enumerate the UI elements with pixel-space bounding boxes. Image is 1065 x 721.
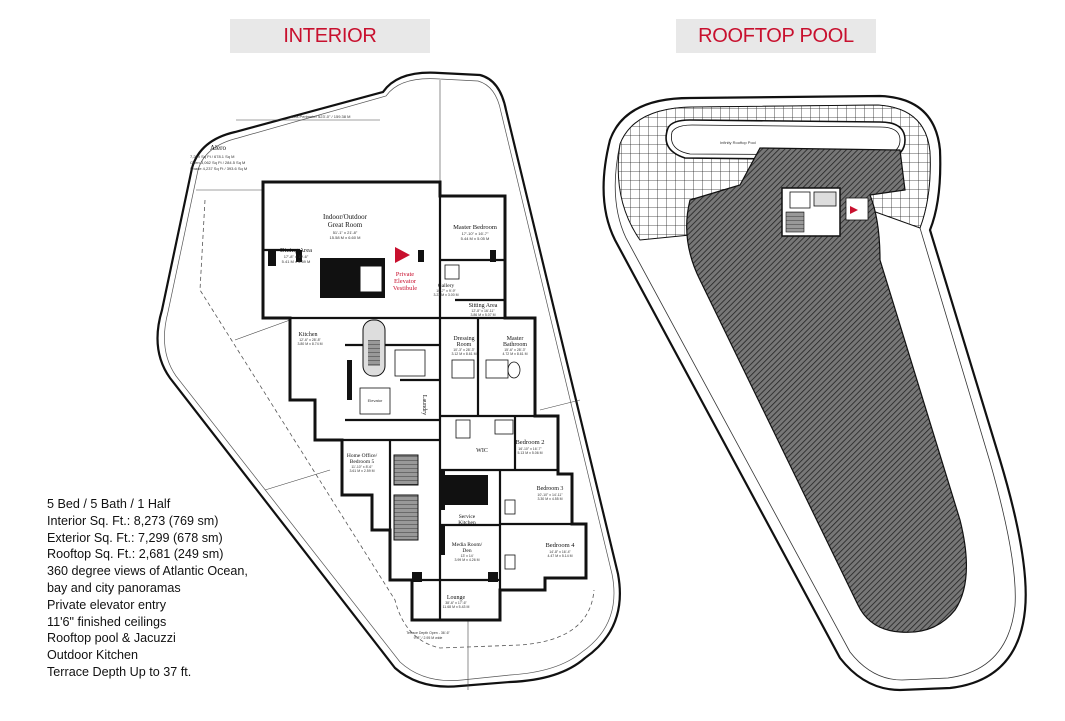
svg-text:Den: Den — [462, 548, 471, 554]
interior-floor-plan: Alero 7,299 Sq Ft / 678.1 Sq M Open 3,06… — [156, 71, 621, 690]
svg-text:17'-8" x 19'-6": 17'-8" x 19'-6" — [284, 254, 309, 259]
service-kitchen-label: Service — [459, 514, 476, 520]
bedroom-4-label: Bedroom 4 — [545, 542, 575, 549]
svg-text:3.61 M x 2.59 M: 3.61 M x 2.59 M — [349, 469, 374, 473]
svg-text:11.68 M x 5.43 M: 11.68 M x 5.43 M — [443, 605, 470, 609]
spec-line: Rooftop pool & Jacuzzi — [47, 631, 176, 646]
elevator-shaft-label: Elevator — [368, 398, 383, 403]
terrace-depth-label: Terrace Depth Open - 36'-6" — [406, 631, 450, 635]
svg-text:5.41 M x 5.69 M: 5.41 M x 5.69 M — [282, 259, 311, 264]
spec-line: Interior Sq. Ft.: 8,273 (769 sm) — [47, 513, 219, 528]
media-room-label: Media Room/ — [452, 542, 483, 548]
spec-line: 360 degree views of Atlantic Ocean, — [47, 564, 248, 579]
master-bedroom-label: Master Bedroom — [453, 224, 497, 231]
svg-text:10'-7" x 9'-9": 10'-7" x 9'-9" — [436, 289, 456, 293]
svg-text:4.47 M x 5.14 M: 4.47 M x 5.14 M — [547, 554, 572, 558]
aero-title: Alero — [210, 144, 226, 152]
spec-line: 11'6" finished ceilings — [47, 614, 167, 629]
property-specs: 5 Bed / 5 Bath / 1 Half Interior Sq. Ft.… — [47, 496, 248, 681]
svg-text:12'-8" x 16'-11": 12'-8" x 16'-11" — [471, 309, 495, 313]
stairwell — [393, 494, 419, 541]
bedroom-3-label: Bedroom 3 — [537, 486, 564, 492]
svg-text:14'-8" x 16'-4": 14'-8" x 16'-4" — [549, 550, 571, 554]
dressing-room-label: Dressing — [453, 336, 474, 342]
laundry-label: Laundry — [421, 395, 427, 415]
svg-text:Kitchen: Kitchen — [458, 520, 476, 526]
svg-text:16'-10" x 16'-7": 16'-10" x 16'-7" — [518, 447, 542, 451]
wic-label: WIC — [476, 448, 488, 454]
svg-text:Shade 4,237 Sq Ft / 393.6 Sq M: Shade 4,237 Sq Ft / 393.6 Sq M — [190, 166, 247, 171]
great-room-label: Indoor/Outdoor — [323, 213, 368, 221]
svg-text:3.30 M x 4.55 M: 3.30 M x 4.55 M — [537, 497, 562, 501]
svg-text:3.86 M x 5.07 M: 3.86 M x 5.07 M — [470, 313, 495, 317]
svg-text:5.44 M x 5.05 M: 5.44 M x 5.05 M — [461, 236, 490, 241]
master-bathroom-label: Master — [507, 336, 524, 342]
svg-text:Elevator: Elevator — [394, 278, 417, 285]
rooftop-pool-plan: Infinity Rooftop Pool — [602, 94, 1027, 692]
spec-line: Private elevator entry — [47, 597, 166, 612]
svg-text:51'-1" x 21'-8": 51'-1" x 21'-8" — [333, 230, 358, 235]
svg-text:10'-10" x 14'-11": 10'-10" x 14'-11" — [537, 493, 563, 497]
spec-line: Outdoor Kitchen — [47, 648, 139, 663]
svg-text:Great Room: Great Room — [328, 221, 363, 229]
lounge-label: Lounge — [447, 595, 466, 601]
svg-text:17'-10" x 16'-7": 17'-10" x 16'-7" — [462, 231, 489, 236]
room-labels: Alero 7,299 Sq Ft / 678.1 Sq M Open 3,06… — [190, 114, 575, 640]
kitchen-label: Kitchen — [299, 332, 318, 338]
svg-text:3.12 M x 8.61 M: 3.12 M x 8.61 M — [451, 352, 476, 356]
svg-text:10'-3" x 28'-3": 10'-3" x 28'-3" — [453, 348, 475, 352]
svg-text:Open 3,062 Sq Ft / 284.5 Sq M: Open 3,062 Sq Ft / 284.5 Sq M — [190, 160, 245, 165]
spec-line: Rooftop Sq. Ft.: 2,681 (249 sm) — [47, 547, 224, 562]
svg-text:11'-10" x 8'-6": 11'-10" x 8'-6" — [351, 465, 373, 469]
svg-text:3.23 M x 3.00 M: 3.23 M x 3.00 M — [433, 293, 458, 297]
svg-text:12'-6" x 28'-8": 12'-6" x 28'-8" — [299, 338, 321, 342]
svg-text:7,299 Sq Ft / 678.1 Sq M: 7,299 Sq Ft / 678.1 Sq M — [190, 154, 234, 159]
svg-text:Bedroom 5: Bedroom 5 — [350, 459, 375, 465]
svg-text:3.80 M x 8.74 M: 3.80 M x 8.74 M — [297, 342, 322, 346]
svg-text:13' x 14': 13' x 14' — [461, 554, 474, 558]
svg-text:38'-6" x 17'-6": 38'-6" x 17'-6" — [445, 601, 467, 605]
rooftop-hatched-area — [686, 147, 967, 633]
bedroom-2-label: Bedroom 2 — [515, 439, 544, 446]
spec-line: bay and city panoramas — [47, 580, 181, 595]
home-office-label: Home Office/ — [347, 452, 378, 459]
pool-label: Infinity Rooftop Pool — [720, 140, 756, 145]
svg-text:Bathroom: Bathroom — [503, 342, 527, 348]
spec-line: 5 Bed / 5 Bath / 1 Half — [47, 497, 171, 511]
spec-line: Exterior Sq. Ft.: 7,299 (678 sm) — [47, 530, 223, 545]
sitting-area-label: Sitting Area — [469, 303, 498, 309]
svg-text:Vestibule: Vestibule — [393, 285, 417, 292]
tab-rooftop-pool[interactable]: ROOFTOP POOL — [676, 19, 876, 53]
spec-line: Terrace Depth Up to 37 ft. — [47, 664, 192, 679]
svg-text:Room: Room — [457, 342, 472, 348]
svg-text:9'-8" / 2.95 M wide: 9'-8" / 2.95 M wide — [414, 636, 443, 640]
elevator-vestibule-label: Private — [396, 271, 415, 278]
svg-text:15.58 M x 6.60 M: 15.58 M x 6.60 M — [330, 235, 361, 240]
svg-text:3.99 M x 4.26 M: 3.99 M x 4.26 M — [454, 558, 479, 562]
svg-text:15'-6" x 28'-3": 15'-6" x 28'-3" — [504, 348, 526, 352]
tab-interior[interactable]: INTERIOR — [230, 19, 430, 53]
gallery-label: Gallery — [438, 283, 455, 289]
svg-text:5.13 M x 5.06 M: 5.13 M x 5.06 M — [517, 451, 542, 455]
perimeter-label: Area Perimeter 523'-0" / 159.38 M — [290, 114, 350, 119]
dining-label: Dining Area — [280, 247, 312, 254]
svg-text:4.72 M x 8.61 M: 4.72 M x 8.61 M — [502, 352, 527, 356]
